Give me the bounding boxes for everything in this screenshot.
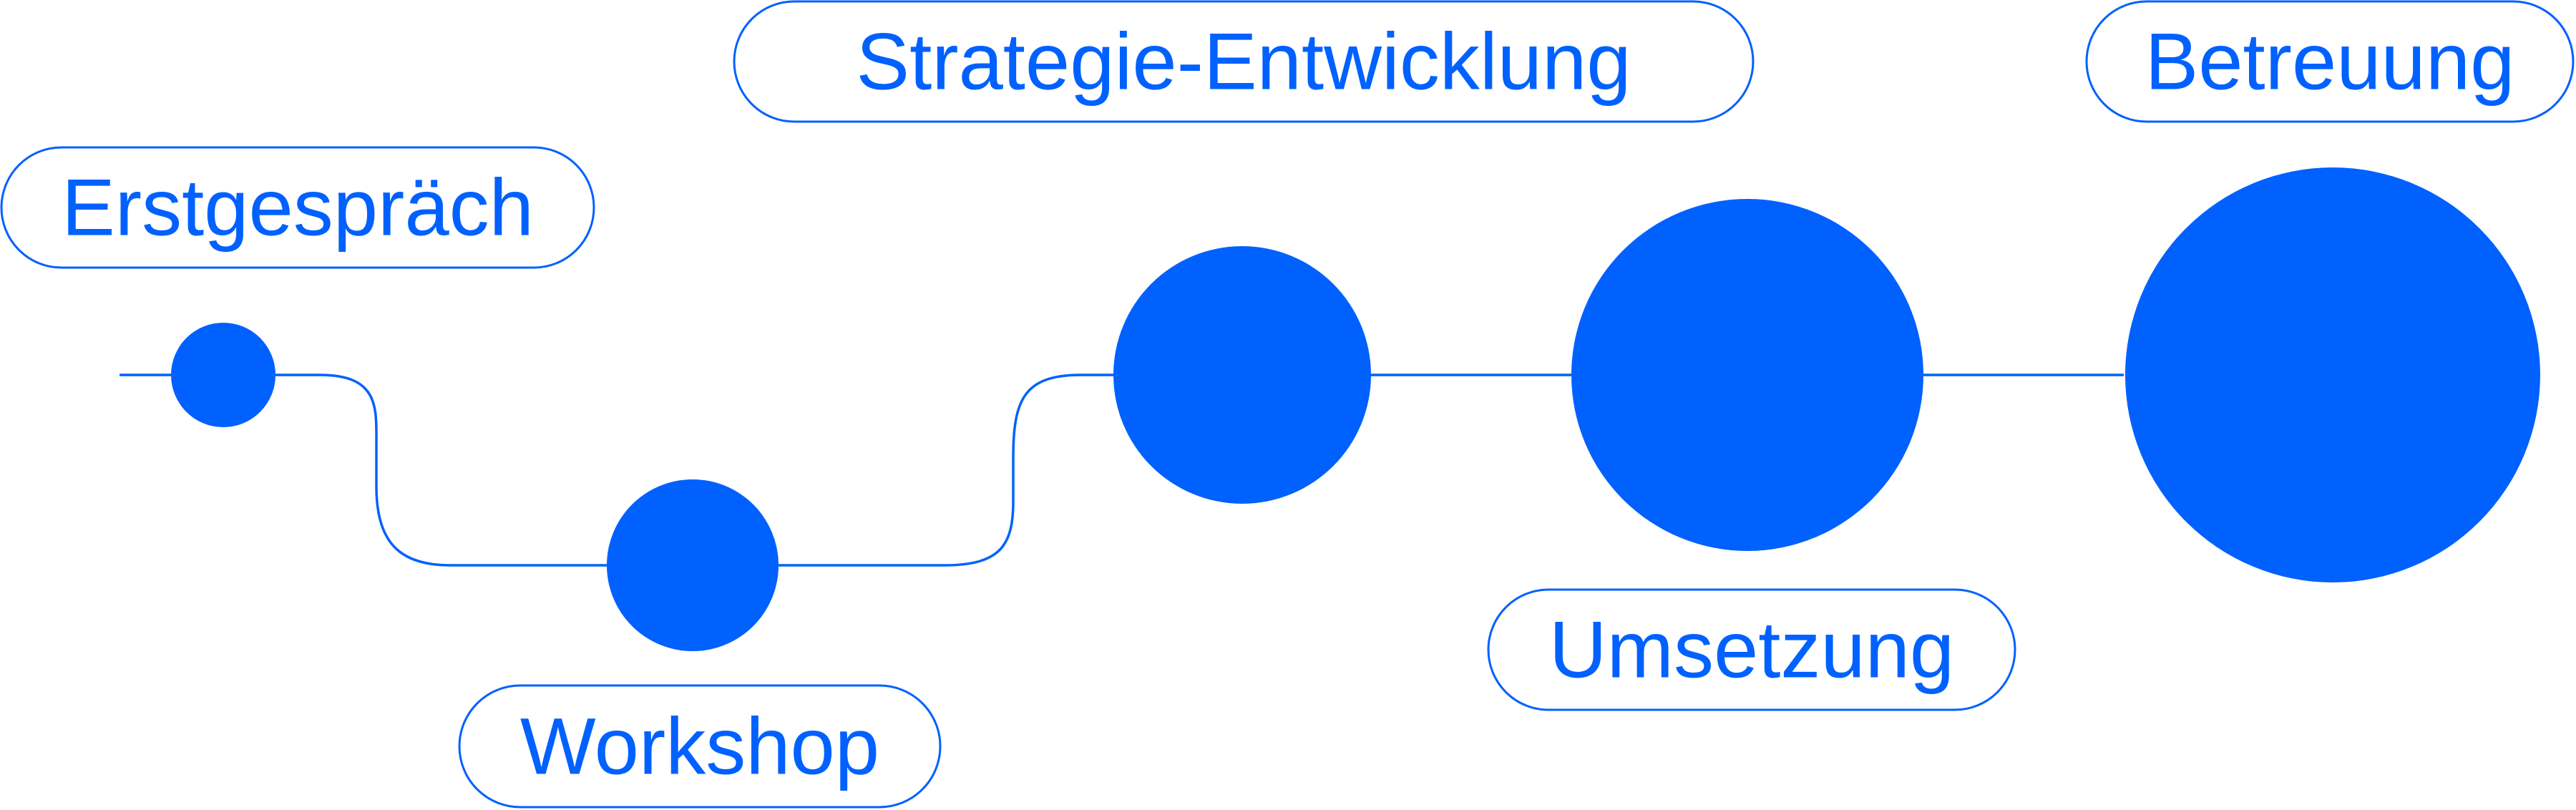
- connector-1-2: [119, 374, 608, 567]
- step-node-1: [171, 323, 275, 427]
- step-label-pill-3: Strategie-Entwicklung: [733, 0, 1755, 123]
- step-label-pill-2: Workshop: [458, 684, 942, 809]
- step-node-2: [607, 479, 779, 651]
- step-label-5: Betreuung: [2145, 17, 2515, 107]
- connector-2-3: [779, 374, 1116, 567]
- step-label-2: Workshop: [520, 702, 879, 791]
- step-node-3: [1113, 246, 1371, 504]
- step-label-pill-1: Erstgespräch: [0, 146, 595, 269]
- step-node-4: [1571, 199, 1923, 551]
- step-node-5: [2125, 167, 2540, 582]
- step-label-3: Strategie-Entwicklung: [856, 17, 1631, 107]
- step-label-1: Erstgespräch: [62, 163, 534, 253]
- step-label-pill-4: Umsetzung: [1487, 588, 2016, 711]
- step-label-pill-5: Betreuung: [2085, 0, 2575, 123]
- step-label-4: Umsetzung: [1549, 605, 1954, 695]
